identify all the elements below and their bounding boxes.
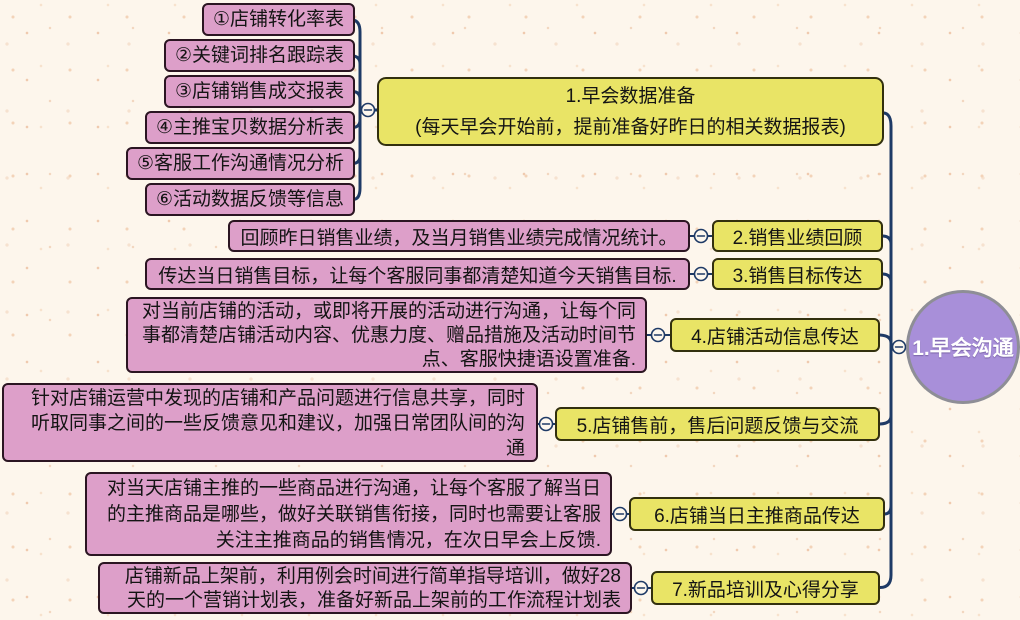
branch-title: 1.早会数据准备 bbox=[565, 85, 696, 107]
detail-node-new-product-training[interactable]: 店铺新品上架前，利用例会时间进行简单指导培训，做好28天的一个营销计划表，准备好… bbox=[98, 562, 632, 614]
collapse-icon[interactable] bbox=[693, 266, 709, 282]
branch-node-data-prep[interactable]: 1.早会数据准备 (每天早会开始前，提前准备好昨日的相关数据报表) bbox=[377, 77, 884, 146]
branch-subtitle: (每天早会开始前，提前准备好昨日的相关数据报表) bbox=[415, 116, 846, 138]
collapse-icon[interactable] bbox=[538, 416, 554, 432]
branch-node-new-product-training[interactable]: 7.新品培训及心得分享 bbox=[651, 571, 880, 605]
collapse-icons bbox=[360, 102, 907, 596]
detail-node-promoted-products[interactable]: 对当天店铺主推的一些商品进行沟通，让每个客服了解当日的主推商品是哪些，做好关联销… bbox=[85, 472, 612, 556]
collapse-icon[interactable] bbox=[693, 228, 709, 244]
detail-node-issue-feedback[interactable]: 针对店铺运营中发现的店铺和产品问题进行信息共享，同时听取同事之间的一些反馈意见和… bbox=[2, 383, 538, 462]
detail-node-sales-deal-report[interactable]: ③店铺销售成交报表 bbox=[163, 75, 355, 108]
collapse-icon[interactable] bbox=[650, 327, 666, 343]
collapse-icon[interactable] bbox=[612, 506, 628, 522]
detail-node-sales-target[interactable]: 传达当日销售目标，让每个客服同事都清楚知道今天销售目标. bbox=[145, 258, 690, 290]
branch-node-issue-feedback[interactable]: 5.店铺售前，售后问题反馈与交流 bbox=[555, 407, 880, 441]
detail-node-conversion-table[interactable]: ①店铺转化率表 bbox=[201, 3, 355, 36]
detail-node-activity-feedback[interactable]: ⑥活动数据反馈等信息 bbox=[144, 183, 355, 216]
detail-node-keyword-rank-table[interactable]: ②关键词排名跟踪表 bbox=[163, 39, 355, 72]
branch-node-promoted-products[interactable]: 6.店铺当日主推商品传达 bbox=[629, 497, 885, 531]
branch-node-sales-review[interactable]: 2.销售业绩回顾 bbox=[712, 220, 883, 252]
branch-node-sales-target[interactable]: 3.销售目标传达 bbox=[712, 258, 883, 290]
detail-node-promoted-item-analysis[interactable]: ④主推宝贝数据分析表 bbox=[144, 111, 355, 144]
report-table-list: ①店铺转化率表 ②关键词排名跟踪表 ③店铺销售成交报表 ④主推宝贝数据分析表 ⑤… bbox=[125, 3, 355, 216]
collapse-icon[interactable] bbox=[633, 580, 649, 596]
detail-node-sales-review[interactable]: 回顾昨日销售业绩，及当月销售业绩完成情况统计。 bbox=[228, 220, 690, 252]
branch-node-activity-info[interactable]: 4.店铺活动信息传达 bbox=[670, 318, 880, 352]
collapse-icon[interactable] bbox=[360, 102, 376, 118]
detail-node-service-communication-analysis[interactable]: ⑤客服工作沟通情况分析 bbox=[125, 147, 355, 180]
detail-node-activity-info[interactable]: 对当前店铺的活动，或即将开展的活动进行沟通，让每个同事都清楚店铺活动内容、优惠力… bbox=[126, 297, 647, 373]
root-node-morning-meeting[interactable]: 1.早会沟通 bbox=[906, 290, 1020, 404]
collapse-icon[interactable] bbox=[891, 339, 907, 355]
